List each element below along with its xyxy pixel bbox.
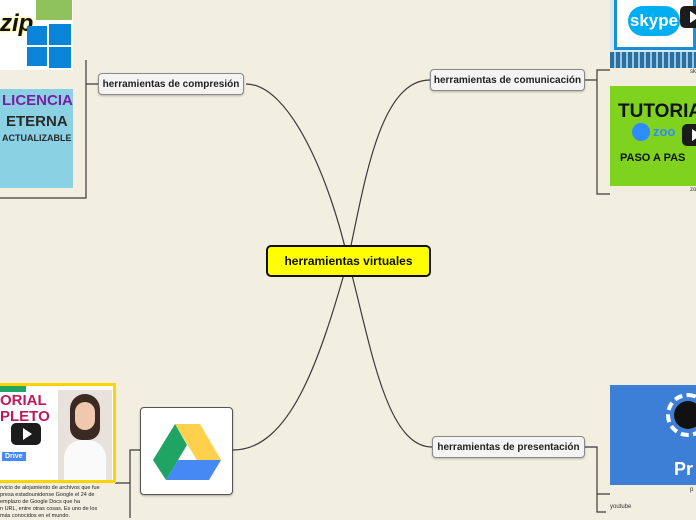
google-drive-node[interactable] — [140, 407, 233, 495]
link-root-comunicacion — [347, 79, 431, 261]
link-comunicacion-children — [585, 69, 610, 195]
presentacion-logo-text: Pr — [674, 459, 694, 479]
skype-play-icon[interactable] — [680, 6, 696, 28]
zip-thumbnail[interactable]: zip — [0, 0, 73, 70]
zoom-line3: PASO A PAS — [620, 152, 686, 164]
branch-presentacion[interactable]: herramientas de presentación — [432, 436, 585, 458]
branch-compresion[interactable]: herramientas de compresión — [98, 73, 244, 95]
drive-video-badge: Drive — [2, 452, 26, 461]
link-presentacion-children — [585, 446, 610, 513]
drive-video-stripe — [0, 386, 26, 392]
youtube-caption[interactable]: youtube — [610, 504, 632, 510]
skype-logo-text: skype — [629, 11, 679, 30]
drive-icon-blue — [166, 460, 221, 480]
licencia-line2: ETERNA — [6, 113, 68, 130]
laptop-keyboard — [610, 52, 696, 68]
link-root-presentacion — [347, 259, 433, 448]
branch-comunicacion-label: herramientas de comunicación — [433, 74, 582, 86]
root-label: herramientas virtuales — [284, 254, 413, 268]
skype-thumbnail[interactable]: skype — [610, 0, 696, 68]
skype-logo-icon: skype — [628, 6, 680, 36]
box-graphic — [36, 0, 72, 20]
presentacion-thumbnail[interactable]: Pr — [610, 385, 696, 485]
zoom-logo-text: zoo — [653, 124, 676, 139]
drive-description: rvicio de alojamiento de archivos que fu… — [0, 485, 100, 519]
link-drive-children — [115, 449, 140, 518]
branch-presentacion-label: herramientas de presentación — [437, 441, 580, 453]
google-drive-icon — [153, 424, 221, 480]
zoom-play-icon[interactable] — [682, 124, 696, 146]
skype-caption: sk — [690, 69, 696, 75]
link-root-compresion — [245, 83, 349, 261]
zoom-camera-icon — [632, 123, 650, 141]
drive-video-line1: ORIAL — [0, 392, 47, 409]
link-root-drive — [232, 259, 349, 451]
licencia-line1: LICENCIA — [2, 92, 73, 109]
licencia-thumbnail[interactable]: LICENCIA ETERNA ACTUALIZABLE — [0, 89, 73, 188]
branch-comunicacion[interactable]: herramientas de comunicación — [430, 69, 585, 91]
drive-video-play-icon[interactable] — [11, 423, 41, 445]
presentacion-ring-icon — [666, 393, 696, 437]
presentacion-ring-inner — [674, 401, 696, 429]
licencia-line3: ACTUALIZABLE — [2, 133, 72, 143]
drive-icon-green — [153, 424, 187, 480]
drive-video-thumbnail[interactable]: ORIAL PLETO Drive — [0, 383, 116, 483]
zoom-line1: TUTORIA — [618, 101, 696, 122]
windows-logo-icon — [27, 24, 71, 68]
presentacion-caption: p — [690, 487, 694, 493]
root-node[interactable]: herramientas virtuales — [266, 245, 431, 277]
branch-compresion-label: herramientas de compresión — [102, 78, 240, 90]
link-compresion-children — [0, 60, 98, 199]
zoom-thumbnail[interactable]: TUTORIA zoo PASO A PAS — [610, 86, 696, 186]
zoom-caption: zo — [690, 187, 696, 193]
drive-video-line2: PLETO — [0, 408, 50, 425]
presenter-photo — [58, 390, 112, 480]
